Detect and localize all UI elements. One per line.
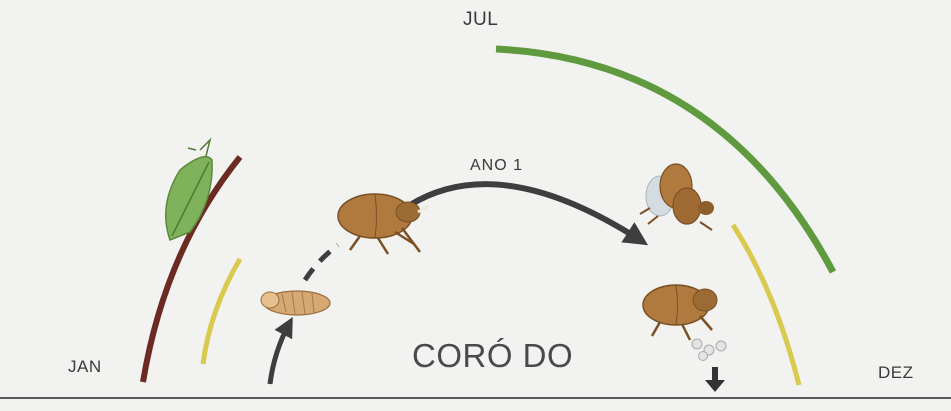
- arrow-pupa-to-adult: [305, 245, 338, 280]
- month-middle-label: JUL: [463, 9, 498, 31]
- leaf-icon: [166, 140, 212, 240]
- month-end-label: DEZ: [878, 363, 914, 383]
- arrow-to-pupa: [270, 324, 289, 384]
- pupa-icon: [261, 291, 330, 315]
- diagram-title: CORÓ DO: [412, 337, 573, 375]
- arc-larva-left: [203, 259, 240, 364]
- month-start-label: JAN: [68, 357, 102, 377]
- arc-adult-period: [496, 49, 833, 272]
- arrow-year-cycle: [410, 184, 640, 240]
- beetle-flying-icon: [640, 164, 714, 230]
- eggs-icon: [692, 339, 726, 361]
- down-arrow-icon: [705, 367, 725, 392]
- arc-larva-right: [733, 225, 799, 385]
- beetle-laying-eggs-icon: [643, 285, 717, 340]
- year-label: ANO 1: [470, 157, 523, 175]
